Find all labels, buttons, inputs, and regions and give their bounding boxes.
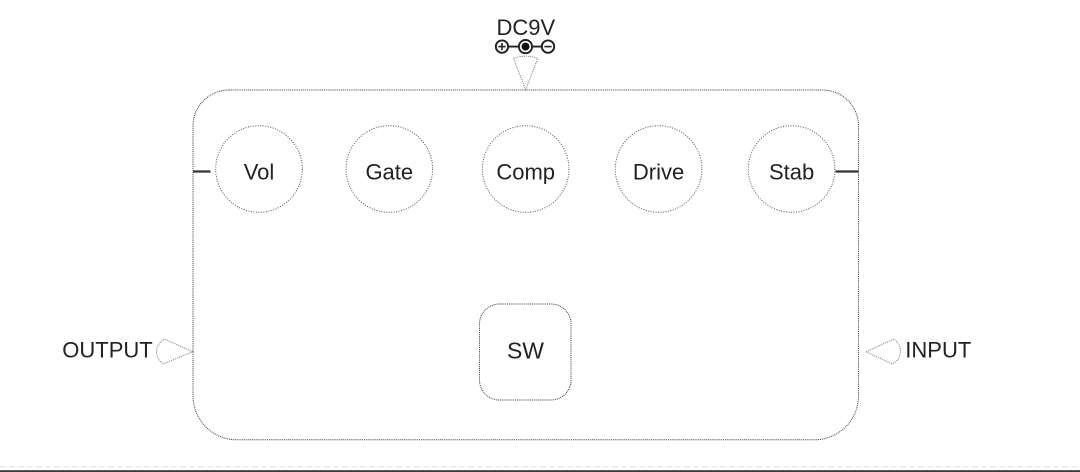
svg-text:Comp: Comp (496, 160, 555, 185)
svg-text:OUTPUT: OUTPUT (62, 338, 152, 363)
svg-text:DC9V: DC9V (496, 15, 555, 40)
svg-text:Gate: Gate (365, 160, 413, 185)
svg-text:Stab: Stab (769, 160, 814, 185)
svg-text:Drive: Drive (633, 160, 684, 185)
svg-text:INPUT: INPUT (905, 338, 971, 363)
svg-text:SW: SW (507, 338, 544, 364)
svg-text:Vol: Vol (244, 160, 275, 185)
